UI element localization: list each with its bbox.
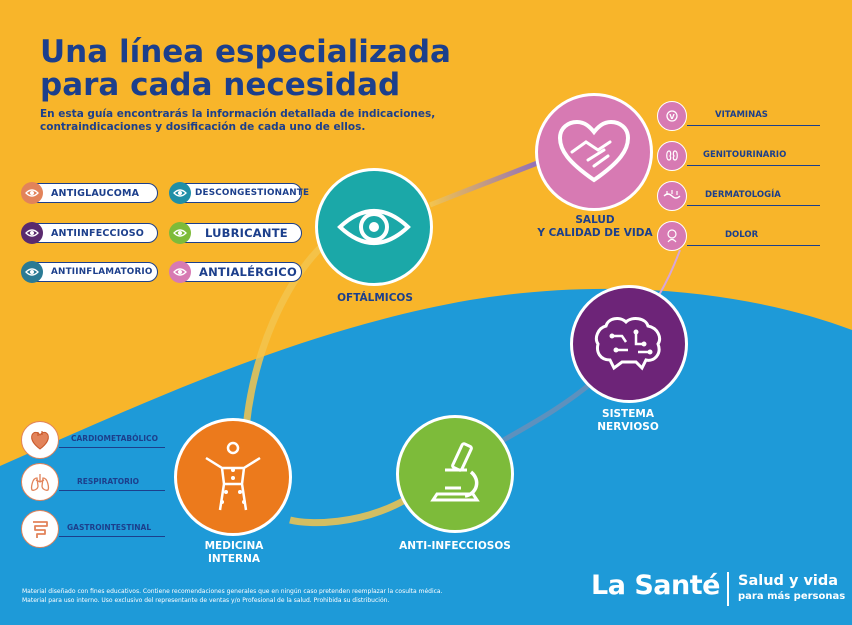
medicina-label-line1: MEDICINA [204, 540, 264, 552]
brand-logo: La Santé [591, 570, 720, 601]
pill-label: ANTIGLAUCOMA [51, 187, 140, 199]
pill-antiglaucoma[interactable]: ANTIGLAUCOMA [21, 182, 158, 204]
salud-item-label: DOLOR [725, 230, 759, 240]
intestine-icon [21, 510, 59, 548]
medicina-label-line2: INTERNA [207, 553, 261, 565]
pill-antiinflamatorio[interactable]: ANTIINFLAMATORIO [21, 261, 158, 283]
salud-item-dermatologia[interactable]: DERMATOLOGÍA [687, 185, 820, 206]
disclaimer-line-2: Material para uso interno. Uso exclusivo… [22, 596, 390, 604]
kidney-icon [657, 141, 687, 171]
pill-lubricante[interactable]: LUBRICANTE [169, 222, 302, 244]
pill-descongestionante[interactable]: DESCONGESTIONANTE [169, 182, 309, 204]
eye-icon [337, 209, 411, 245]
sistema-label-line2: NERVIOSO [597, 421, 659, 433]
medicina-item-gastrointestinal[interactable]: GASTROINTESTINAL [59, 516, 165, 537]
salud-item-label: DERMATOLOGÍA [705, 190, 781, 200]
oftalmicos-circle[interactable] [315, 168, 433, 286]
subtitle-line-1: En esta guía encontrarás la información … [40, 108, 436, 120]
footer-disclaimer: Material diseñado con fines educativos. … [22, 588, 502, 605]
eye-icon [21, 182, 43, 204]
heart-icon [21, 421, 59, 459]
medicina-interna-circle[interactable] [174, 418, 292, 536]
salud-item-label: VITAMINAS [715, 110, 768, 120]
title-line-2: para cada necesidad [40, 67, 401, 103]
salud-item-dolor[interactable]: DOLOR [687, 225, 820, 246]
disclaimer-line-1: Material diseñado con fines educativos. … [22, 588, 443, 595]
category-label-anti: ANTI-INFECCIOSOS [399, 540, 511, 552]
anti-infecciosos-circle[interactable] [396, 415, 514, 533]
pill-antialergico[interactable]: ANTIALÉRGICO [169, 261, 302, 283]
brand-slogan-line1: Salud y vida [738, 573, 839, 589]
svg-text:V: V [669, 113, 675, 121]
pain-icon [657, 221, 687, 251]
medicina-item-label: CARDIOMETABÓLICO [71, 434, 158, 443]
microscope-icon [430, 442, 480, 502]
eye-icon [169, 182, 191, 204]
skin-icon [657, 181, 687, 211]
category-label-sistema: SISTEMA NERVIOSO [578, 408, 678, 434]
salud-item-genitourinario[interactable]: GENITOURINARIO [687, 145, 820, 166]
medicina-item-respiratorio[interactable]: RESPIRATORIO [59, 470, 165, 491]
title-line-1: Una línea especializada [40, 34, 451, 70]
sistema-nervioso-circle[interactable] [570, 285, 688, 403]
salud-circle[interactable] [535, 93, 653, 211]
lungs-icon [21, 463, 59, 501]
heart-handshake-icon [558, 120, 630, 183]
eye-icon [21, 222, 43, 244]
pill-antiinfeccioso[interactable]: ANTIINFECCIOSO [21, 222, 158, 244]
eye-icon [169, 261, 191, 283]
medicina-item-cardiometabolico[interactable]: CARDIOMETABÓLICO [59, 427, 165, 448]
vitamins-icon: V [657, 101, 687, 131]
pill-label: DESCONGESTIONANTE [195, 188, 310, 198]
human-body-icon [205, 441, 261, 511]
salud-item-label: GENITOURINARIO [703, 150, 787, 160]
eye-icon [169, 222, 191, 244]
pill-label: LUBRICANTE [205, 226, 288, 240]
subtitle-line-2: contraindicaciones y dosificación de cad… [40, 121, 366, 133]
category-label-oftalmicos: OFTÁLMICOS [337, 292, 413, 304]
pill-label: ANTIINFLAMATORIO [51, 267, 153, 277]
brand-divider [727, 572, 729, 606]
salud-label-line2: Y CALIDAD DE VIDA [537, 227, 653, 239]
pill-label: ANTIINFECCIOSO [51, 227, 145, 239]
page-subtitle: En esta guía encontrarás la información … [40, 108, 440, 134]
pill-label: ANTIALÉRGICO [199, 265, 297, 279]
eye-icon [21, 261, 43, 283]
medicina-item-label: RESPIRATORIO [77, 477, 140, 486]
page-title: Una línea especializada para cada necesi… [40, 36, 460, 102]
category-label-medicina: MEDICINA INTERNA [184, 540, 284, 566]
brand-slogan-line2: para más personas [738, 591, 846, 602]
sistema-label-line1: SISTEMA [602, 408, 654, 420]
medicina-item-label: GASTROINTESTINAL [67, 523, 152, 532]
salud-item-vitaminas[interactable]: VITAMINAS [687, 105, 820, 126]
brain-icon [594, 317, 662, 371]
salud-label-line1: SALUD [575, 214, 615, 226]
category-label-salud: SALUD Y CALIDAD DE VIDA [525, 214, 665, 240]
